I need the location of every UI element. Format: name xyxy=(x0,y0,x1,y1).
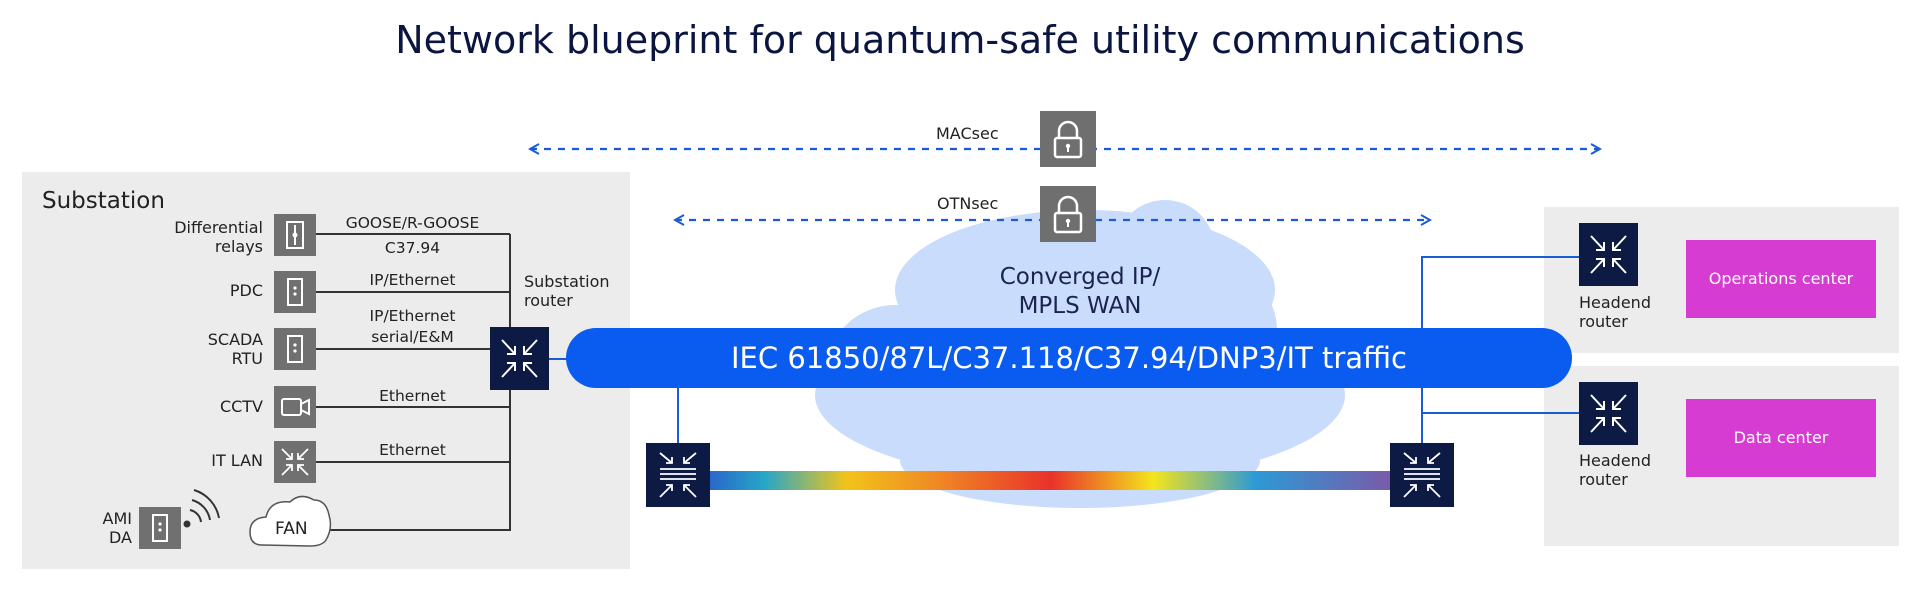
serial-link-label: serial/E&M xyxy=(371,328,454,346)
ami-da-label: AMI DA xyxy=(102,509,132,547)
data-center-box: Data center xyxy=(1686,399,1876,477)
camera-icon xyxy=(274,386,316,428)
differential-relays-label: Differential relays xyxy=(174,218,263,256)
goose-link-label: GOOSE/R-GOOSE xyxy=(345,214,480,232)
traffic-bus: IEC 61850/87L/C37.118/C37.94/DNP3/IT tra… xyxy=(566,328,1572,388)
substation-title: Substation xyxy=(42,188,165,214)
fan-cloud xyxy=(249,495,332,547)
cctv-label: CCTV xyxy=(219,397,263,416)
scada-rtu-label: SCADA RTU xyxy=(207,330,263,368)
macsec-label: MACsec xyxy=(936,124,999,143)
headend-router-2-label: Headend router xyxy=(1579,451,1651,489)
substation-router-label: Substation router xyxy=(524,272,610,310)
optical-node-left-icon xyxy=(646,443,710,507)
headend-router-2-icon xyxy=(1579,382,1638,445)
operations-center-box: Operations center xyxy=(1686,240,1876,318)
substation-router-icon xyxy=(490,327,549,390)
itlan-link-label: Ethernet xyxy=(379,441,446,459)
page-title: Network blueprint for quantum-safe utili… xyxy=(395,18,1525,62)
it-lan-label: IT LAN xyxy=(211,451,263,470)
it-lan-switch-icon xyxy=(274,441,316,483)
cctv-link-label: Ethernet xyxy=(379,387,446,405)
headend-router-1-label: Headend router xyxy=(1579,293,1651,331)
ami-da-device-icon xyxy=(139,507,181,549)
scada-link-label: IP/Ethernet xyxy=(369,307,456,325)
pdc-device-icon xyxy=(274,271,316,313)
otnsec-lock-icon xyxy=(1040,186,1096,242)
macsec-lock-icon xyxy=(1040,111,1096,167)
c3794-link-label: C37.94 xyxy=(384,239,441,257)
pdc-link-label: IP/Ethernet xyxy=(369,271,456,289)
wireless-icon xyxy=(183,489,220,528)
pdc-label: PDC xyxy=(229,281,263,300)
differential-relay-icon xyxy=(274,214,316,256)
optical-node-right-icon xyxy=(1390,443,1454,507)
otnsec-label: OTNsec xyxy=(937,194,999,213)
headend-router-1-icon xyxy=(1579,223,1638,286)
scada-rtu-icon xyxy=(274,328,316,370)
fan-label: FAN xyxy=(275,519,308,539)
wan-cloud-label: Converged IP/ MPLS WAN xyxy=(999,264,1161,319)
